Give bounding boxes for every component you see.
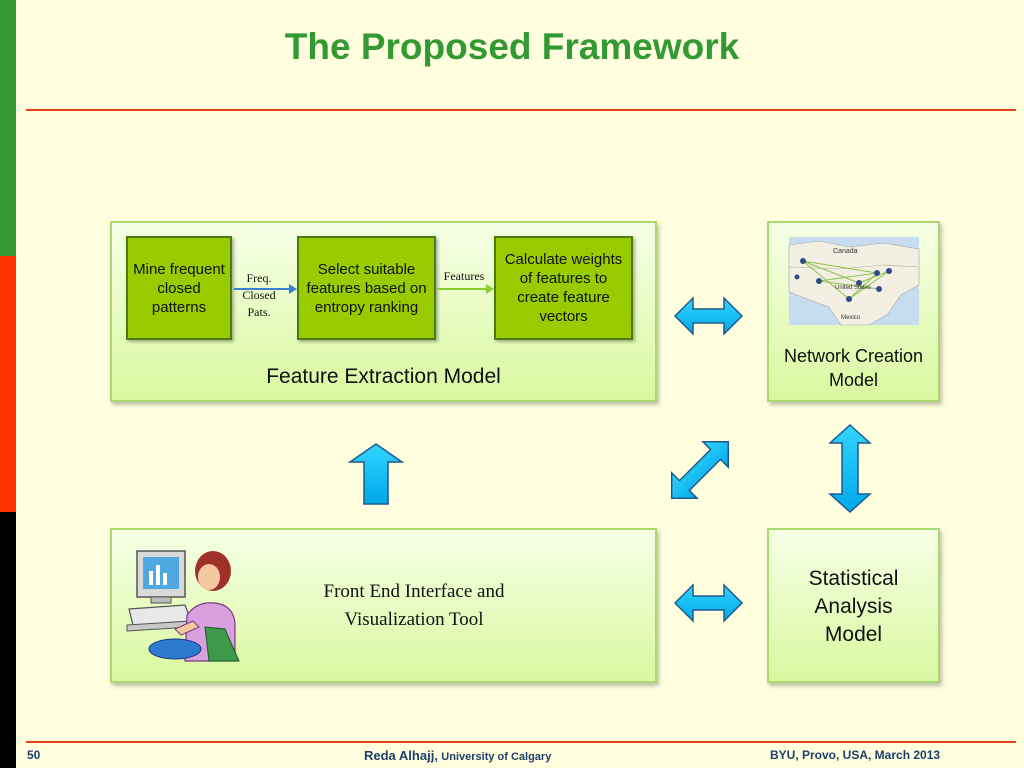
footer-divider [26,741,1016,743]
footer-author-block: Reda Alhajj, University of Calgary [364,748,551,763]
double-arrow-feature-network [673,296,744,336]
svg-text:Mexico: Mexico [841,315,861,321]
network-map-image: Canada United States Mexico [788,237,920,326]
double-arrow-network-statistical [828,423,872,514]
svg-text:United States: United States [835,285,871,291]
footer-author: Reda Alhajj, [364,748,438,763]
double-arrow-frontend-statistical [673,583,744,623]
frontend-label: Front End Interface and Visualization To… [323,581,505,630]
select-features-box: Select suitable features based on entrop… [297,236,436,340]
page-number: 50 [27,748,41,762]
statistical-analysis-panel [767,528,940,683]
arrow-mine-to-select [234,284,297,294]
freq-closed-pats-label: Freq. Closed Pats. [242,271,276,319]
network-creation-label: Network Creation Model [783,346,924,390]
svg-text:Canada: Canada [833,248,858,255]
calculate-weights-box: Calculate weights of features to create … [494,236,633,340]
feature-extraction-label: Feature Extraction Model [266,365,501,388]
footer-event: BYU, Provo, USA, March 2013 [770,748,941,762]
user-at-computer-icon [126,550,240,662]
side-bar-orange [0,256,16,512]
diagonal-arrow-network-frontend [670,440,730,500]
title-divider [26,109,1016,111]
side-bar-black [0,512,16,768]
up-arrow-frontend-to-feature [347,443,405,505]
arrow-select-to-calculate [437,284,494,294]
slide-title: The Proposed Framework [284,26,740,67]
mine-patterns-box: Mine frequent closed patterns [126,236,232,340]
side-bar-green [0,0,16,256]
footer-affiliation: University of Calgary [441,751,552,763]
statistical-analysis-label: Statistical Analysis Model [808,567,899,646]
features-arrow-label: Features [443,269,485,283]
